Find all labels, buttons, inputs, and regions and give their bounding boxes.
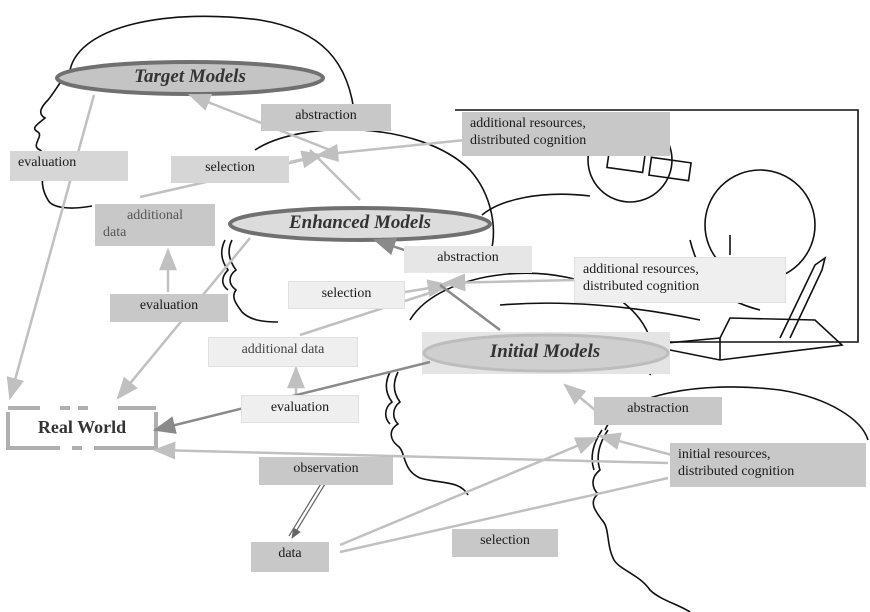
resources-low-line2: distributed cognition	[678, 464, 795, 479]
data-box: data	[251, 542, 329, 572]
resources-low-box: initial resources, distributed cognition	[670, 443, 866, 487]
resources-top-line1: additional resources,	[470, 116, 586, 131]
resources-top-line2: distributed cognition	[470, 133, 587, 148]
additional-data-top-line1: additional	[127, 208, 183, 223]
selection-top-box: selection	[171, 156, 289, 183]
selection-low-box: selection	[452, 529, 558, 557]
observation-box: observation	[259, 457, 393, 485]
additional-data-mid-box: additional data	[208, 337, 358, 367]
arrow-data-to-abstraction	[339, 436, 599, 547]
arrow-resources-mid	[442, 273, 576, 292]
selection-mid-box: selection	[288, 281, 405, 309]
evaluation-top-box: evaluation	[10, 151, 128, 181]
arrow-observation	[288, 481, 326, 539]
target-models-ellipse	[55, 60, 325, 96]
resources-mid-box: additional resources, distributed cognit…	[574, 257, 786, 303]
enhanced-models-label: Enhanced Models	[289, 212, 431, 233]
enhanced-models-ellipse	[228, 206, 492, 242]
resources-low-line1: initial resources,	[678, 447, 771, 462]
arrow-target-eval	[6, 94, 96, 401]
abstraction-low-box: abstraction	[594, 397, 722, 425]
resources-mid-line1: additional resources,	[583, 262, 699, 277]
initial-models-label: Initial Models	[489, 341, 601, 362]
additional-data-top-box: additional data	[95, 204, 215, 246]
arrow-resources-low	[597, 432, 673, 457]
evaluation-low-box: evaluation	[241, 395, 359, 423]
abstraction-top-box: abstraction	[261, 104, 391, 131]
real-world-label: Real World	[37, 416, 127, 437]
arrow-adddata-mid	[299, 286, 446, 337]
additional-data-top-line2: data	[103, 225, 127, 240]
resources-mid-line2: distributed cognition	[583, 279, 700, 294]
abstraction-mid-box: abstraction	[404, 246, 532, 273]
arrow-resources-top	[315, 138, 466, 162]
arrow-data-to-resources	[339, 476, 669, 554]
arrow-abstraction-to-target	[187, 93, 331, 152]
head-outline-enhanced	[220, 128, 495, 323]
initial-models-ellipse	[422, 333, 670, 373]
resources-top-box: additional resources, distributed cognit…	[462, 112, 670, 156]
head-outline-top	[33, 15, 356, 209]
arrow-resources-to-realworld	[152, 441, 669, 465]
arrow-initial-abstraction	[563, 383, 596, 411]
arrow-initial-to-abstraction	[439, 284, 501, 331]
evaluation-mid-box: evaluation	[110, 294, 228, 322]
target-models-label: Target Models	[134, 66, 246, 87]
